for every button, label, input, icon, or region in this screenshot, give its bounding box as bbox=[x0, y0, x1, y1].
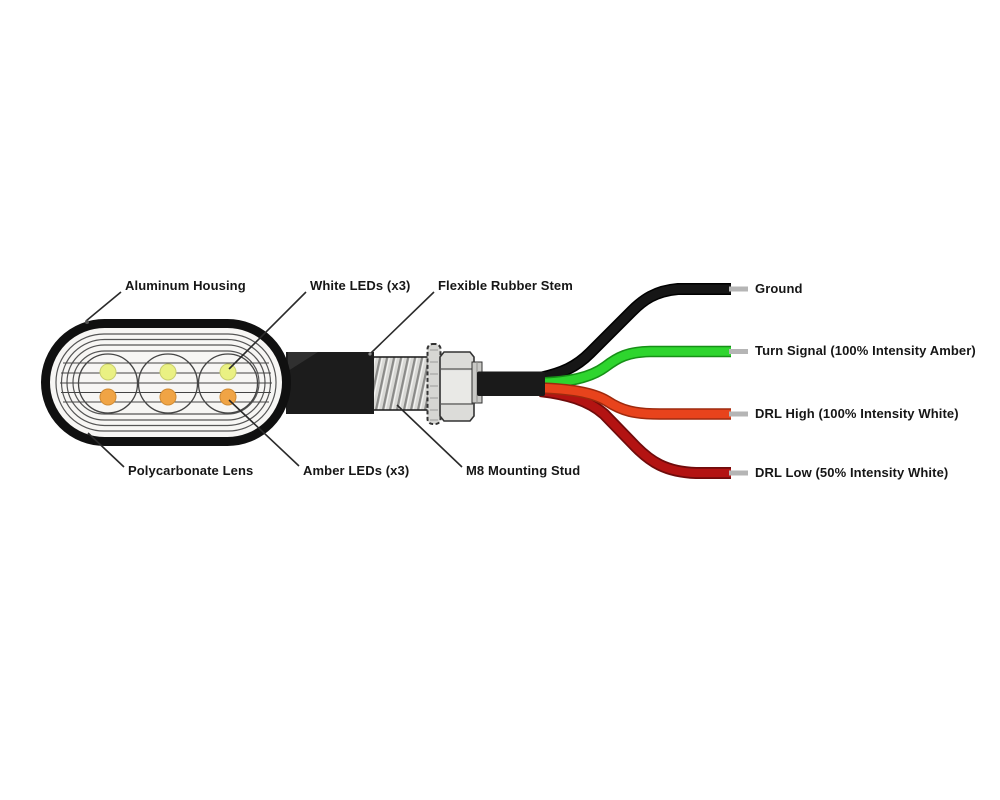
white-led bbox=[159, 363, 177, 381]
white-led bbox=[219, 363, 237, 381]
label-wire-turn-signal: Turn Signal (100% Intensity Amber) bbox=[755, 343, 976, 358]
cable bbox=[477, 371, 545, 396]
white-led bbox=[99, 363, 117, 381]
lens-ring bbox=[55, 333, 277, 432]
lens-circle bbox=[77, 353, 139, 414]
label-wire-drl-low: DRL Low (50% Intensity White) bbox=[755, 465, 949, 480]
leader-line-white-leds bbox=[228, 291, 307, 370]
label-flexible-rubber-stem: Flexible Rubber Stem bbox=[438, 278, 573, 293]
lens-circle bbox=[137, 353, 199, 414]
drl-high-wire bbox=[539, 383, 731, 419]
label-aluminum-housing: Aluminum Housing bbox=[125, 278, 246, 293]
label-wire-ground: Ground bbox=[755, 281, 803, 296]
amber-led bbox=[219, 388, 237, 406]
m8-stud-threads bbox=[372, 356, 436, 411]
label-wire-drl-high: DRL High (100% Intensity White) bbox=[755, 406, 959, 421]
leader-line-flexible-rubber-stem bbox=[370, 291, 435, 354]
drl-low-wire bbox=[539, 386, 731, 478]
ground-wire bbox=[538, 284, 731, 383]
leader-line-polycarbonate-lens bbox=[87, 432, 125, 468]
label-amber-leds: Amber LEDs (x3) bbox=[303, 463, 410, 478]
serrated-washer bbox=[426, 343, 442, 425]
amber-led bbox=[159, 388, 177, 406]
leader-line-m8-mounting-stud bbox=[396, 404, 463, 468]
label-white-leds: White LEDs (x3) bbox=[310, 278, 411, 293]
leader-line-aluminum-housing bbox=[85, 291, 122, 322]
label-polycarbonate-lens: Polycarbonate Lens bbox=[128, 463, 254, 478]
turn-signal-wire bbox=[539, 347, 731, 388]
label-m8-mounting-stud: M8 Mounting Stud bbox=[466, 463, 581, 478]
amber-led bbox=[99, 388, 117, 406]
lens-circle bbox=[197, 353, 259, 414]
leader-line-amber-leds bbox=[228, 399, 300, 467]
drl-low-wire-outline bbox=[539, 385, 731, 479]
